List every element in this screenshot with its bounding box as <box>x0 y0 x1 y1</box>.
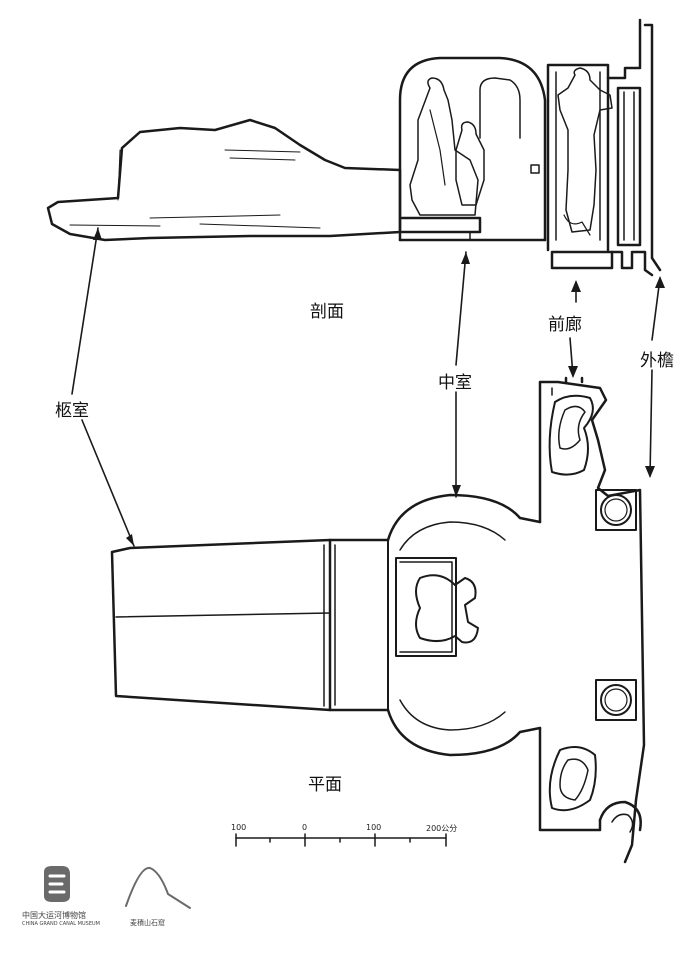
site-name: 麦積山石窟 <box>130 919 165 927</box>
scale-tick-200: 200公分 <box>426 824 458 833</box>
scale-tick-0: 0 <box>302 823 308 832</box>
section-front-corridor <box>546 63 610 252</box>
plan-altar <box>395 557 457 657</box>
museum-name: 中国大运河博物馆 <box>22 911 86 920</box>
leader-lines <box>71 227 661 547</box>
plan-view-label: 平面 <box>308 775 342 795</box>
guardian-figure <box>557 67 613 233</box>
leader-arrowheads <box>93 228 665 546</box>
middle-chamber-label: 中室 <box>438 373 472 393</box>
plan-rear-chamber <box>110 538 332 712</box>
section-rear-chamber-rock <box>46 118 402 242</box>
plan-middle-chamber <box>386 493 542 542</box>
outer-eave-label: 外檐 <box>640 351 674 371</box>
section-middle-chamber-arch <box>398 56 547 242</box>
plan-front-corridor <box>538 380 646 864</box>
section-view-label: 剖面 <box>310 302 344 322</box>
seated-attendant-figure <box>455 121 485 206</box>
scale-tick-neg100: 100 <box>231 823 247 832</box>
scale-tick-100: 100 <box>366 823 382 832</box>
plan-outer-column-top <box>595 489 637 531</box>
section-view-drawing <box>46 18 662 277</box>
plan-view-drawing <box>110 376 646 864</box>
site-logo-mark <box>125 866 191 909</box>
front-corridor-label: 前廊 <box>548 315 582 335</box>
museum-subtitle: CHINA GRAND CANAL MUSEUM <box>22 921 100 927</box>
plan-outer-column-bottom <box>595 679 637 721</box>
museum-logo-inner <box>48 874 66 894</box>
seated-buddha-figure <box>409 77 479 216</box>
section-outer-eave <box>606 18 642 80</box>
rear-chamber-label: 柩室 <box>55 401 89 421</box>
scale-bar <box>235 833 447 847</box>
